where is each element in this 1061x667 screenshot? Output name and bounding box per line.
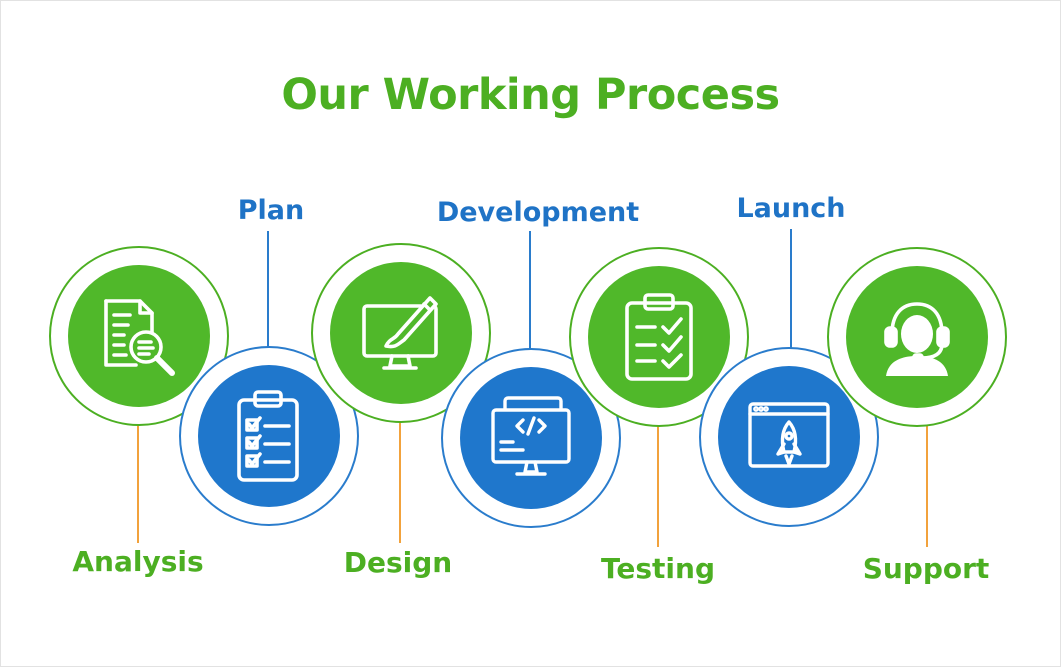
headset-user-icon: [884, 302, 950, 376]
step-disc-plan: [198, 365, 340, 507]
step-label-launch: Launch: [736, 193, 846, 224]
step-label-design: Design: [343, 546, 453, 579]
step-label-analysis: Analysis: [72, 545, 204, 578]
connector-plan: [267, 231, 269, 353]
clipboard-checklist-icon: [237, 390, 299, 482]
step-disc-support: [846, 266, 988, 408]
document-search-icon: [104, 299, 175, 376]
step-disc-launch: [718, 366, 860, 508]
clipboard-check-icon: [625, 293, 693, 381]
connector-testing: [657, 421, 659, 547]
connector-analysis: [137, 421, 139, 543]
step-label-development: Development: [436, 197, 640, 228]
connector-development: [529, 231, 531, 353]
connector-design: [399, 421, 401, 543]
step-label-support: Support: [862, 552, 990, 585]
page-title: Our Working Process: [281, 70, 780, 120]
step-disc-testing: [588, 266, 730, 408]
browser-rocket-icon: [748, 402, 830, 468]
connector-support: [926, 421, 928, 547]
step-disc-analysis: [68, 265, 210, 407]
step-disc-design: [330, 262, 472, 404]
step-disc-development: [460, 367, 602, 509]
monitor-pen-icon: [362, 296, 438, 370]
step-label-plan: Plan: [237, 195, 305, 226]
connector-launch: [790, 229, 792, 353]
monitor-code-icon: [491, 396, 571, 476]
step-label-testing: Testing: [601, 552, 715, 585]
